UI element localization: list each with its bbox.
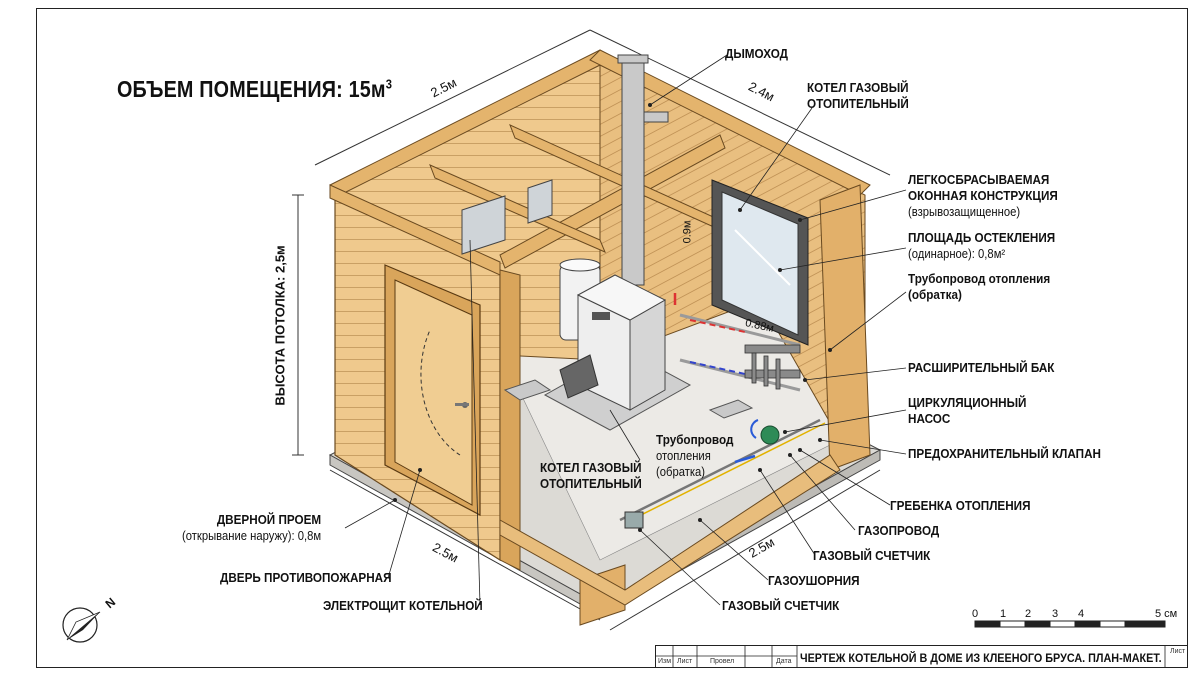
compass-icon xyxy=(62,607,101,643)
scale-tick-5: 5 см xyxy=(1155,608,1178,620)
label-gas-meter-1: ГАЗОВЫЙ СЧЕТЧИК xyxy=(813,548,931,563)
title-block-main: ЧЕРТЕЖ КОТЕЛЬНОЙ В ДОМЕ ИЗ КЛЕЕНОГО БРУС… xyxy=(800,651,1162,665)
gas-meter xyxy=(624,511,644,529)
dim-window-height: 0.9м xyxy=(681,220,694,244)
gas-boiler xyxy=(543,274,692,431)
label-glazing: ПЛОЩАДЬ ОСТЕКЛЕНИЯ(одинарное): 0,8м² xyxy=(908,230,1056,261)
leader-dots xyxy=(393,103,832,532)
label-gas-pipe: ГАЗОПРОВОД xyxy=(858,523,940,538)
room-volume-title: ОБЪЕМ ПОМЕЩЕНИЯ: 15м3 xyxy=(117,76,393,102)
floor-grates xyxy=(503,379,754,419)
chimney xyxy=(617,54,669,286)
electrical-panel xyxy=(461,195,506,255)
title-block xyxy=(655,645,1188,668)
drawing-frame xyxy=(36,8,1188,668)
label-manifold: ГРЕБЕНКА ОТОПЛЕНИЯ xyxy=(890,498,1031,513)
label-gas-valve: ГАЗОУШОРНИЯ xyxy=(768,573,860,588)
scale-tick-4: 4 xyxy=(1078,608,1085,620)
label-return-pipe: Трубопровод отопления(обратка) xyxy=(908,271,1051,302)
ceiling-beams xyxy=(329,49,871,276)
leader-lines xyxy=(344,54,907,606)
label-chimney: ДЫМОХОД xyxy=(725,46,788,61)
label-expansion-tank: РАСШИРИТЕЛЬНЫЙ БАК xyxy=(908,360,1055,375)
label-gas-meter-2: ГАЗОВЫЙ СЧЕТЧИК xyxy=(722,598,840,613)
window xyxy=(711,179,809,346)
heating-manifold xyxy=(744,344,801,390)
circulation-pump xyxy=(760,425,780,445)
title-block-cell-5: Лист xyxy=(1170,648,1186,655)
label-door-opening: ДВЕРНОЙ ПРОЕМ(открывание наружу): 0,8м xyxy=(182,512,322,543)
title-block-cell-1: Изм xyxy=(658,658,672,665)
label-fire-door: ДВЕРЬ ПРОТИВОПОЖАРНАЯ xyxy=(220,570,392,585)
scale-tick-3: 3 xyxy=(1052,608,1059,620)
label-safety-valve: ПРЕДОХРАНИТЕЛЬНЫЙ КЛАПАН xyxy=(908,446,1101,461)
label-electrical-panel: ЭЛЕКТРОЩИТ КОТЕЛЬНОЙ xyxy=(323,598,483,613)
title-block-cell-2: Лист xyxy=(677,658,693,665)
scale-tick-1: 1 xyxy=(1000,608,1007,620)
scale-tick-0: 0 xyxy=(972,608,979,620)
scale-bar xyxy=(974,620,1166,628)
title-block-cell-4: Дата xyxy=(776,658,792,665)
scale-tick-2: 2 xyxy=(1025,608,1032,620)
dim-height: ВЫСОТА ПОТОЛКА: 2,5м xyxy=(272,245,288,406)
dimension-lines xyxy=(292,29,891,631)
title-block-cell-3: Провел xyxy=(710,658,735,665)
fire-door xyxy=(394,279,473,506)
